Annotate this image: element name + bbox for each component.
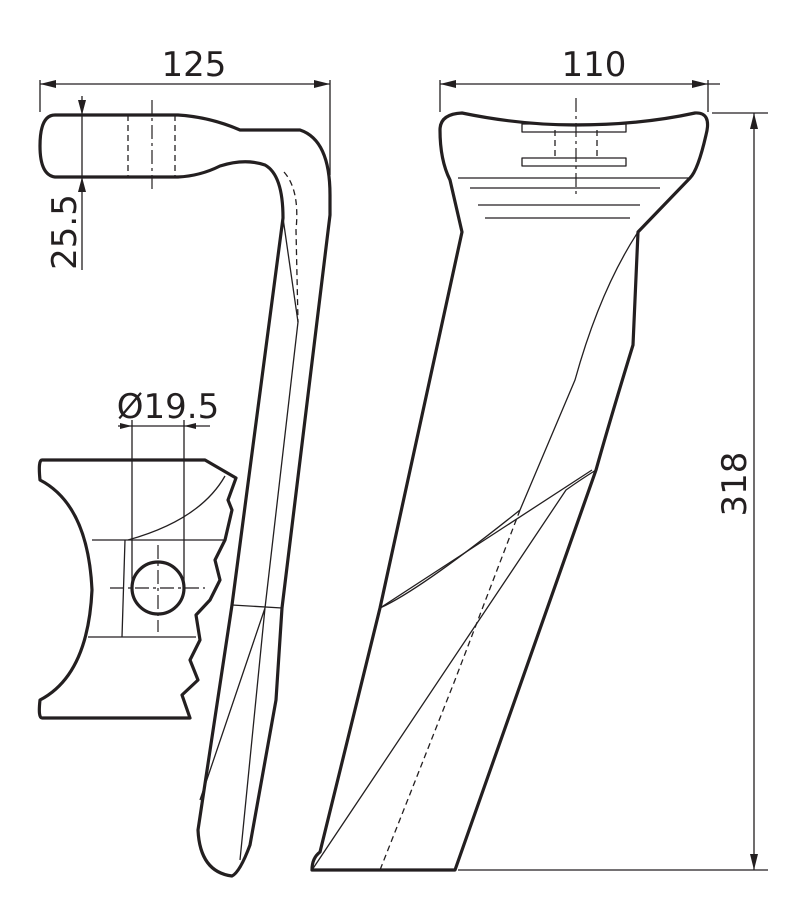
dimension-height: 318 xyxy=(458,112,768,871)
section-view xyxy=(37,458,238,720)
front-view xyxy=(310,98,710,872)
side-view-outline xyxy=(38,113,332,878)
front-view-head xyxy=(310,111,710,872)
side-view-bend-line xyxy=(264,217,299,609)
side-view-hidden-bend xyxy=(283,171,299,323)
dimension-mount-thickness: 25.5 xyxy=(45,96,86,270)
side-view-tip-edge xyxy=(199,604,283,861)
dimension-hole-diameter: Ø19.5 xyxy=(117,387,219,588)
dimension-height-label: 318 xyxy=(715,452,755,517)
dimension-mount-thickness-label: 25.5 xyxy=(45,194,85,270)
dimension-hole-diameter-label: Ø19.5 xyxy=(117,387,219,427)
side-view xyxy=(38,100,332,878)
dimension-side-width: 125 xyxy=(39,45,331,175)
dimension-front-width: 110 xyxy=(439,45,720,112)
dimension-side-width-label: 125 xyxy=(162,45,227,85)
section-view-outline xyxy=(37,458,238,720)
dimension-front-width-label: 110 xyxy=(562,45,627,85)
